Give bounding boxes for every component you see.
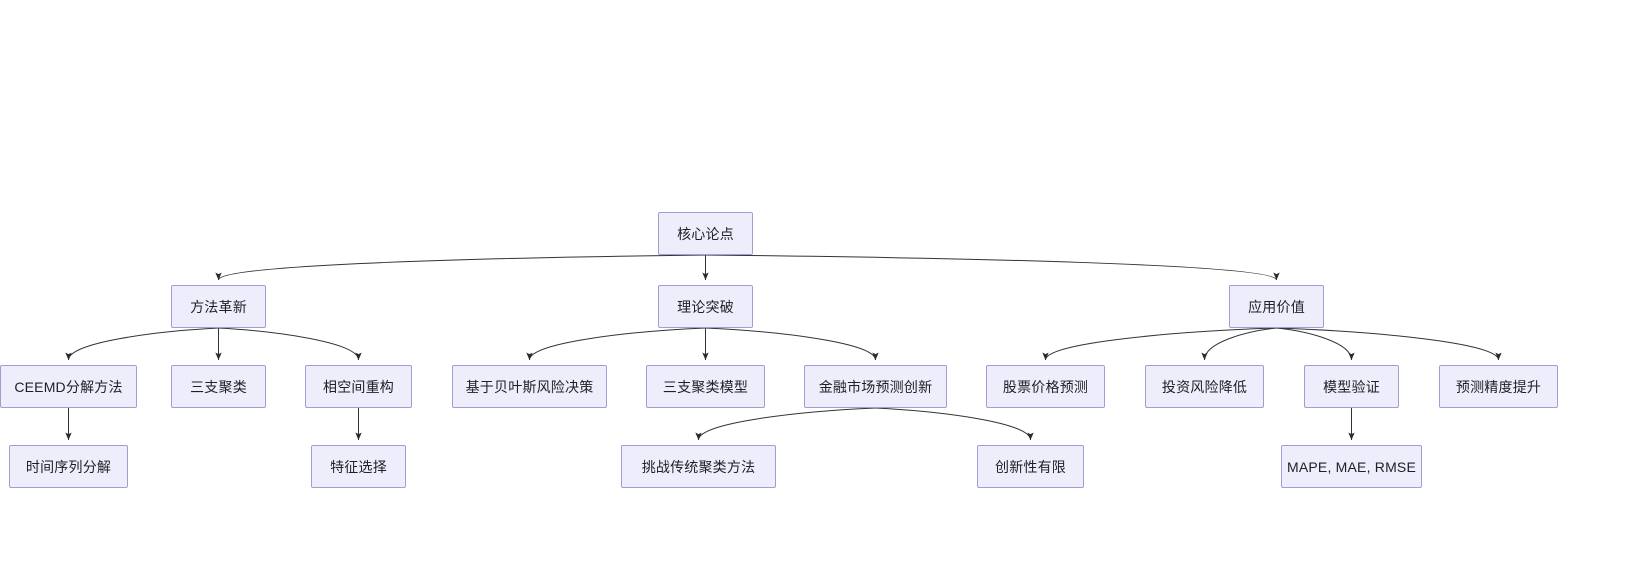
- node-l1b[interactable]: 理论突破: [658, 285, 753, 328]
- edge-l1c-to-l2c4: [1276, 327, 1502, 361]
- node-label: 预测精度提升: [1455, 378, 1542, 395]
- edge-l2b3-to-l3c: [695, 407, 876, 441]
- node-label: MAPE, MAE, RMSE: [1286, 458, 1417, 475]
- node-l2c3[interactable]: 模型验证: [1304, 365, 1399, 408]
- node-label: 方法革新: [190, 298, 247, 315]
- node-l2a2[interactable]: 三支聚类: [171, 365, 266, 408]
- node-l2b3[interactable]: 金融市场预测创新: [804, 365, 947, 408]
- node-label: 应用价值: [1248, 298, 1305, 315]
- node-l2b1[interactable]: 基于贝叶斯风险决策: [452, 365, 607, 408]
- edge-l1a-to-l2a3: [218, 327, 362, 361]
- node-root[interactable]: 核心论点: [658, 212, 753, 255]
- edge-paths: [65, 254, 1502, 441]
- node-label: 创新性有限: [995, 458, 1066, 475]
- node-l2a3[interactable]: 相空间重构: [305, 365, 412, 408]
- node-l2a1[interactable]: CEEMD分解方法: [0, 365, 137, 408]
- node-l3b[interactable]: 特征选择: [311, 445, 406, 488]
- node-l3e[interactable]: MAPE, MAE, RMSE: [1281, 445, 1422, 488]
- node-label: 三支聚类模型: [662, 378, 749, 395]
- node-label: 核心论点: [677, 225, 734, 242]
- edge-l1c-to-l2c2: [1201, 327, 1277, 361]
- node-label: 投资风险降低: [1161, 378, 1248, 395]
- node-label: 基于贝叶斯风险决策: [465, 378, 594, 395]
- node-l2c2[interactable]: 投资风险降低: [1145, 365, 1264, 408]
- node-l3c[interactable]: 挑战传统聚类方法: [621, 445, 776, 488]
- node-label: 金融市场预测创新: [818, 378, 933, 395]
- node-label: 模型验证: [1323, 378, 1380, 395]
- node-label: 理论突破: [677, 298, 734, 315]
- node-l3d[interactable]: 创新性有限: [977, 445, 1084, 488]
- node-l1a[interactable]: 方法革新: [171, 285, 266, 328]
- node-label: 相空间重构: [323, 378, 394, 395]
- edge-root-to-l1c: [705, 254, 1280, 281]
- edge-l1b-to-l2b3: [705, 327, 879, 361]
- edge-l1c-to-l2c3: [1276, 327, 1355, 361]
- node-l3a[interactable]: 时间序列分解: [9, 445, 128, 488]
- node-label: 时间序列分解: [25, 458, 112, 475]
- node-label: 特征选择: [330, 458, 387, 475]
- node-label: 股票价格预测: [1002, 378, 1089, 395]
- node-l2c4[interactable]: 预测精度提升: [1439, 365, 1558, 408]
- edge-l1c-to-l2c1: [1042, 327, 1277, 361]
- edge-l1b-to-l2b1: [526, 327, 706, 361]
- node-label: 挑战传统聚类方法: [641, 458, 756, 475]
- node-label: 三支聚类: [190, 378, 247, 395]
- node-label: CEEMD分解方法: [14, 378, 123, 395]
- edge-l1a-to-l2a1: [65, 327, 219, 361]
- edge-root-to-l1a: [215, 254, 706, 281]
- node-l1c[interactable]: 应用价值: [1229, 285, 1324, 328]
- node-l2c1[interactable]: 股票价格预测: [986, 365, 1105, 408]
- edge-l2b3-to-l3d: [875, 407, 1034, 441]
- node-l2b2[interactable]: 三支聚类模型: [646, 365, 765, 408]
